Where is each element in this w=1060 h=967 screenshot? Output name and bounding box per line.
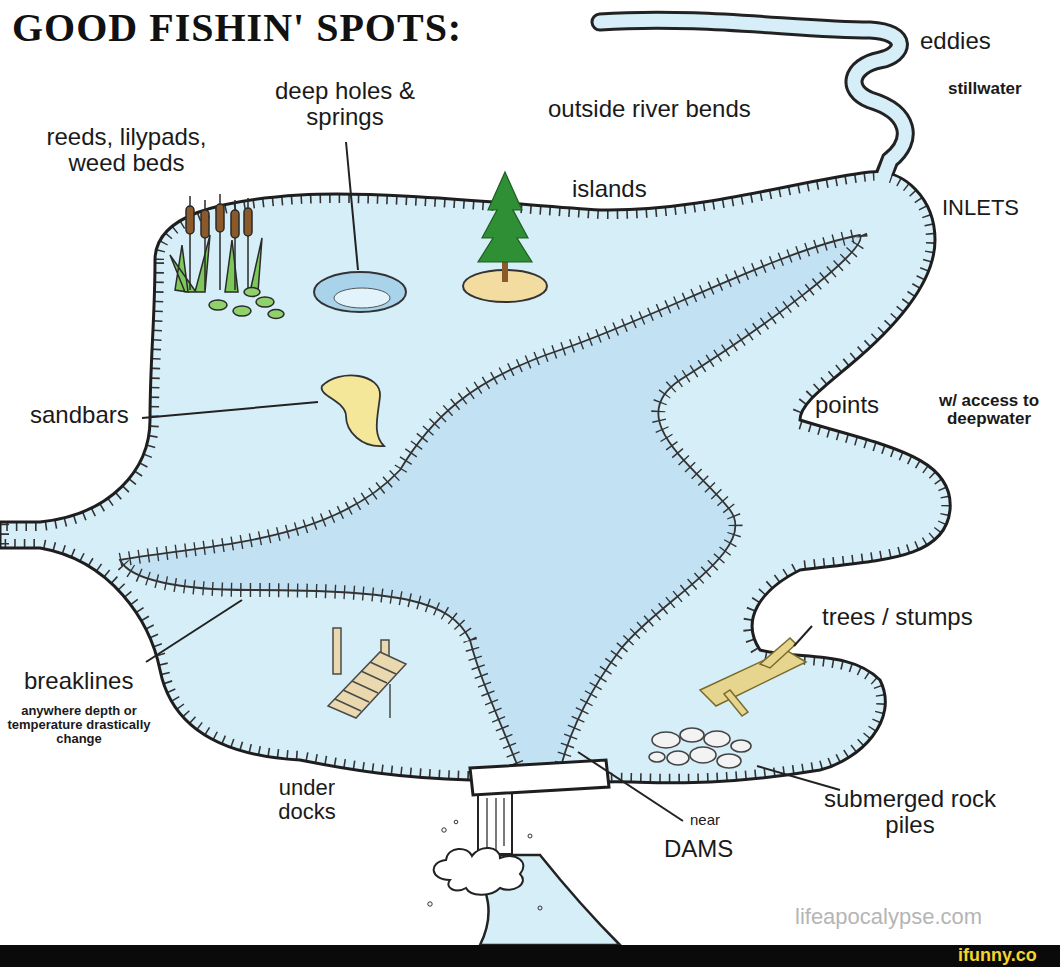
log-branch (724, 638, 796, 716)
dam (428, 760, 609, 910)
pine-tree (478, 172, 532, 262)
feature-note: w/ access to deepwater (922, 392, 1056, 429)
dock-plank (335, 662, 396, 711)
dock-deck (328, 652, 406, 718)
spray-drop (528, 834, 532, 838)
lilypad (233, 306, 251, 316)
watermark: ifunny.co (958, 945, 1037, 965)
leader-lines (142, 142, 840, 821)
feature-label: trees / stumps (822, 604, 973, 630)
hole-spring (334, 288, 390, 308)
feature-note: anywhere depth or temperature drasticall… (4, 704, 154, 746)
feature-label: points (815, 392, 879, 418)
splash (434, 848, 524, 895)
footer-bar (0, 945, 1060, 967)
waterfall (478, 792, 512, 854)
lilypad (244, 288, 260, 297)
leader-line (794, 626, 812, 646)
cattail (201, 210, 209, 238)
feature-label: reeds, lilypads, weed beds (24, 124, 229, 176)
breakline-outline (120, 235, 861, 772)
rock (704, 731, 730, 747)
shoreline (0, 172, 950, 783)
leader-line (142, 402, 318, 418)
sandbar (322, 375, 384, 446)
cattail (231, 210, 239, 238)
dock-leg (389, 684, 391, 718)
shore-hatching (0, 172, 950, 783)
dam-wall (470, 760, 609, 795)
feature-label: breaklines (24, 668, 133, 694)
cattail (244, 208, 252, 236)
feature-label: stillwater (948, 80, 1022, 98)
lilypad (268, 310, 284, 319)
spray-drop (454, 820, 458, 824)
deep-hole (314, 272, 406, 312)
rock (731, 740, 751, 752)
breakline-hatching (120, 235, 861, 772)
feature-note: near (690, 812, 720, 828)
spray-drop (442, 828, 446, 832)
hole-rim (314, 272, 406, 312)
feature-label: islands (572, 176, 647, 202)
feature-label: submerged rock piles (815, 786, 1005, 838)
feature-label: DAMS (664, 836, 733, 862)
log (700, 650, 806, 706)
rock (680, 728, 704, 742)
rock (717, 754, 741, 768)
rock (652, 732, 680, 748)
rock (649, 752, 665, 762)
deep-water (120, 235, 861, 772)
island (463, 172, 547, 302)
feature-label: deep holes & springs (250, 78, 440, 130)
dock-post (333, 628, 341, 674)
diagram-title: GOOD FISHIN' SPOTS: (12, 4, 462, 51)
cattail (186, 206, 194, 234)
reeds-illustration (170, 194, 284, 319)
rock (667, 751, 689, 765)
spray-drop (538, 906, 542, 910)
watermark: lifeapocalypse.com (795, 905, 982, 929)
leader-line (578, 752, 683, 821)
cattail (216, 204, 224, 232)
waterfall-streaks (487, 798, 504, 852)
feature-label: outside river bends (548, 96, 751, 122)
sunken-log (700, 638, 806, 716)
feature-label: sandbars (30, 402, 129, 428)
feature-label: under docks (262, 776, 352, 824)
lilypad (209, 300, 227, 310)
rock-pile (649, 728, 751, 768)
feature-label: INLETS (942, 196, 1019, 220)
leader-line (146, 600, 242, 662)
lilypad (256, 297, 274, 307)
spray-drop (428, 902, 432, 906)
leader-line (346, 142, 358, 270)
rock (690, 747, 716, 763)
feature-label: eddies (920, 28, 991, 54)
dock (328, 628, 406, 718)
lake-water (0, 172, 950, 783)
